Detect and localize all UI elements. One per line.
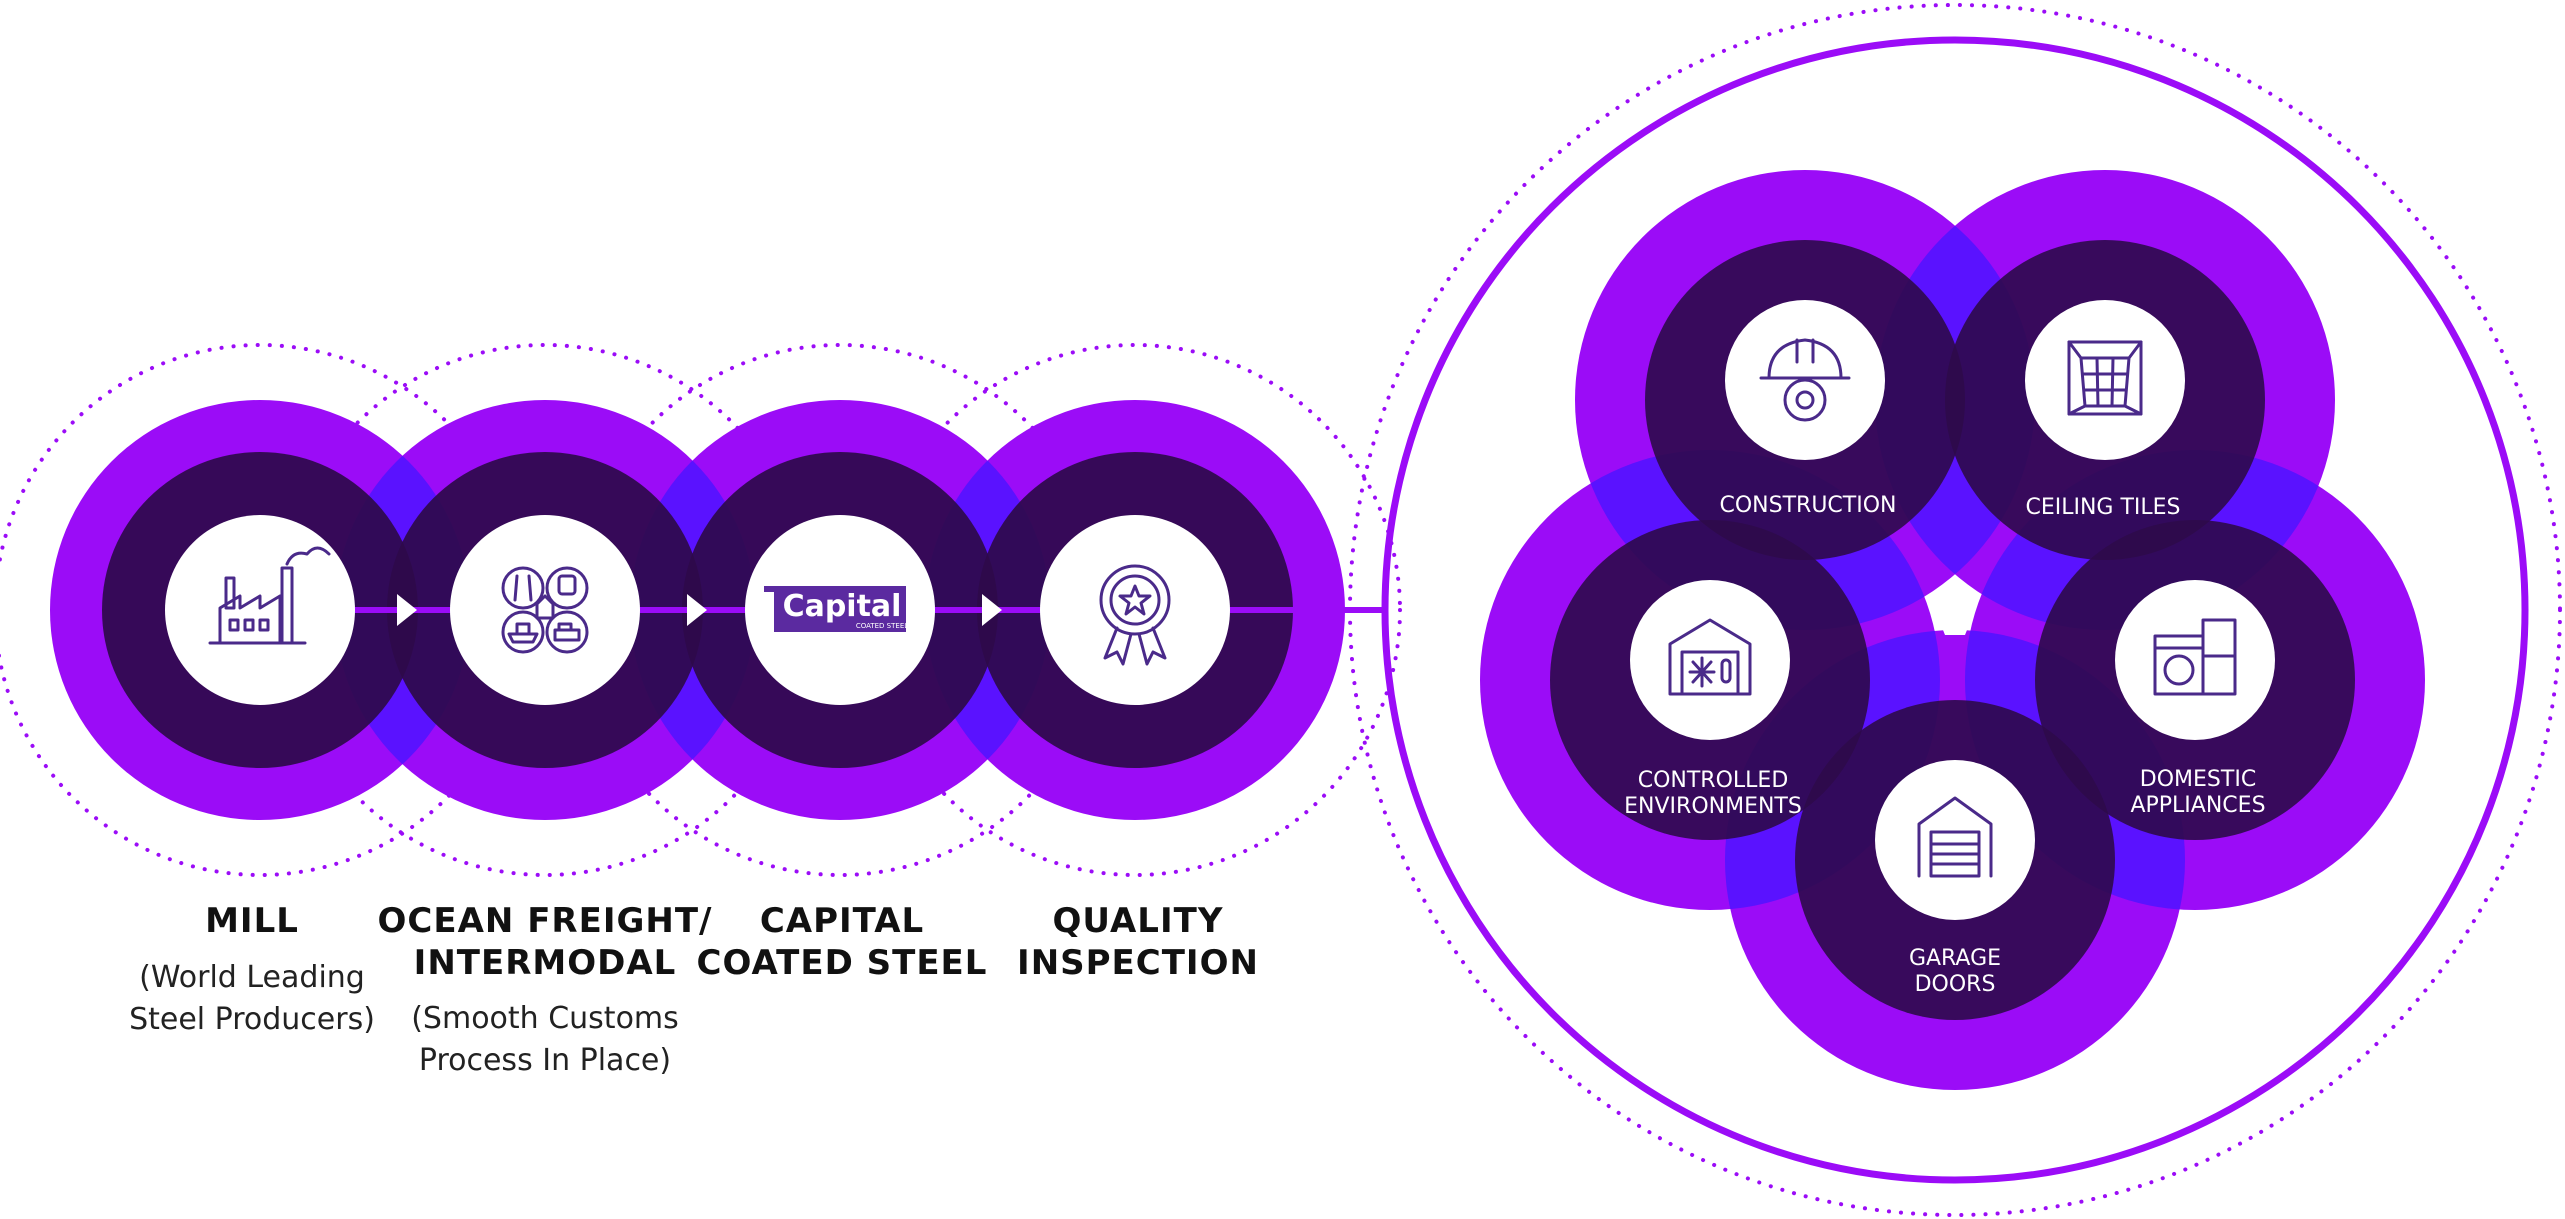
step-icon-disc: [165, 515, 355, 705]
step-subtitle: Process In Place): [419, 1043, 671, 1078]
factory-icon: [208, 546, 331, 645]
transport-icon: [501, 566, 589, 654]
step-title: CAPITAL: [760, 901, 924, 941]
cold-storage-icon: [1668, 618, 1752, 696]
industry-icon-disc: [1875, 760, 2035, 920]
ceiling-grid-icon: [2067, 340, 2143, 416]
garage-door-icon: [1917, 796, 1993, 878]
industry-ring: [1381, 36, 2529, 1184]
step-title: INTERMODAL: [414, 943, 677, 983]
step-subtitle: (World Leading: [139, 960, 365, 995]
logo-badge: [774, 586, 906, 632]
process-rings-layer: [50, 400, 1385, 820]
logo-subtext: COATED STEEL: [856, 622, 908, 630]
arrow-icon: [982, 594, 1002, 626]
industry-label: ENVIRONMENTS: [1624, 794, 1802, 819]
arrow-icon: [397, 594, 417, 626]
step-subtitle: Steel Producers): [129, 1002, 375, 1037]
industry-cluster-layer: [1381, 36, 2529, 1184]
arrow-icon: [687, 594, 707, 626]
award-ribbon-icon: [1099, 564, 1171, 666]
logo-flag: [764, 586, 774, 592]
industry-label: DOORS: [1915, 972, 1996, 997]
center-gap: [1935, 585, 1975, 635]
step-icon-disc: [1040, 515, 1230, 705]
step-title: INSPECTION: [1017, 943, 1259, 983]
step-title: OCEAN FREIGHT/: [378, 901, 713, 941]
appliances-icon: [2153, 618, 2237, 696]
industry-icon-disc: [2025, 300, 2185, 460]
industry-overlap-lens: [1875, 170, 2035, 630]
step-title: QUALITY: [1053, 901, 1224, 941]
logo-text: Capital: [783, 589, 902, 624]
industry-label: CONTROLLED: [1638, 768, 1789, 793]
industry-icon-disc: [2115, 580, 2275, 740]
step-icon-disc: [450, 515, 640, 705]
industry-label: APPLIANCES: [2130, 793, 2265, 818]
step-dotted-outline: [868, 343, 1402, 877]
industry-label: GARAGE: [1909, 946, 2001, 971]
hardhat-gear-icon: [1759, 338, 1851, 422]
step-subtitle: (Smooth Customs: [411, 1001, 679, 1036]
industry-icon-disc: [1630, 580, 1790, 740]
industry-label: CONSTRUCTION: [1720, 493, 1897, 518]
step-title: MILL: [205, 901, 299, 941]
industry-label: DOMESTIC: [2140, 767, 2256, 792]
industry-label: CEILING TILES: [2025, 495, 2180, 520]
step-title: COATED STEEL: [697, 943, 988, 983]
